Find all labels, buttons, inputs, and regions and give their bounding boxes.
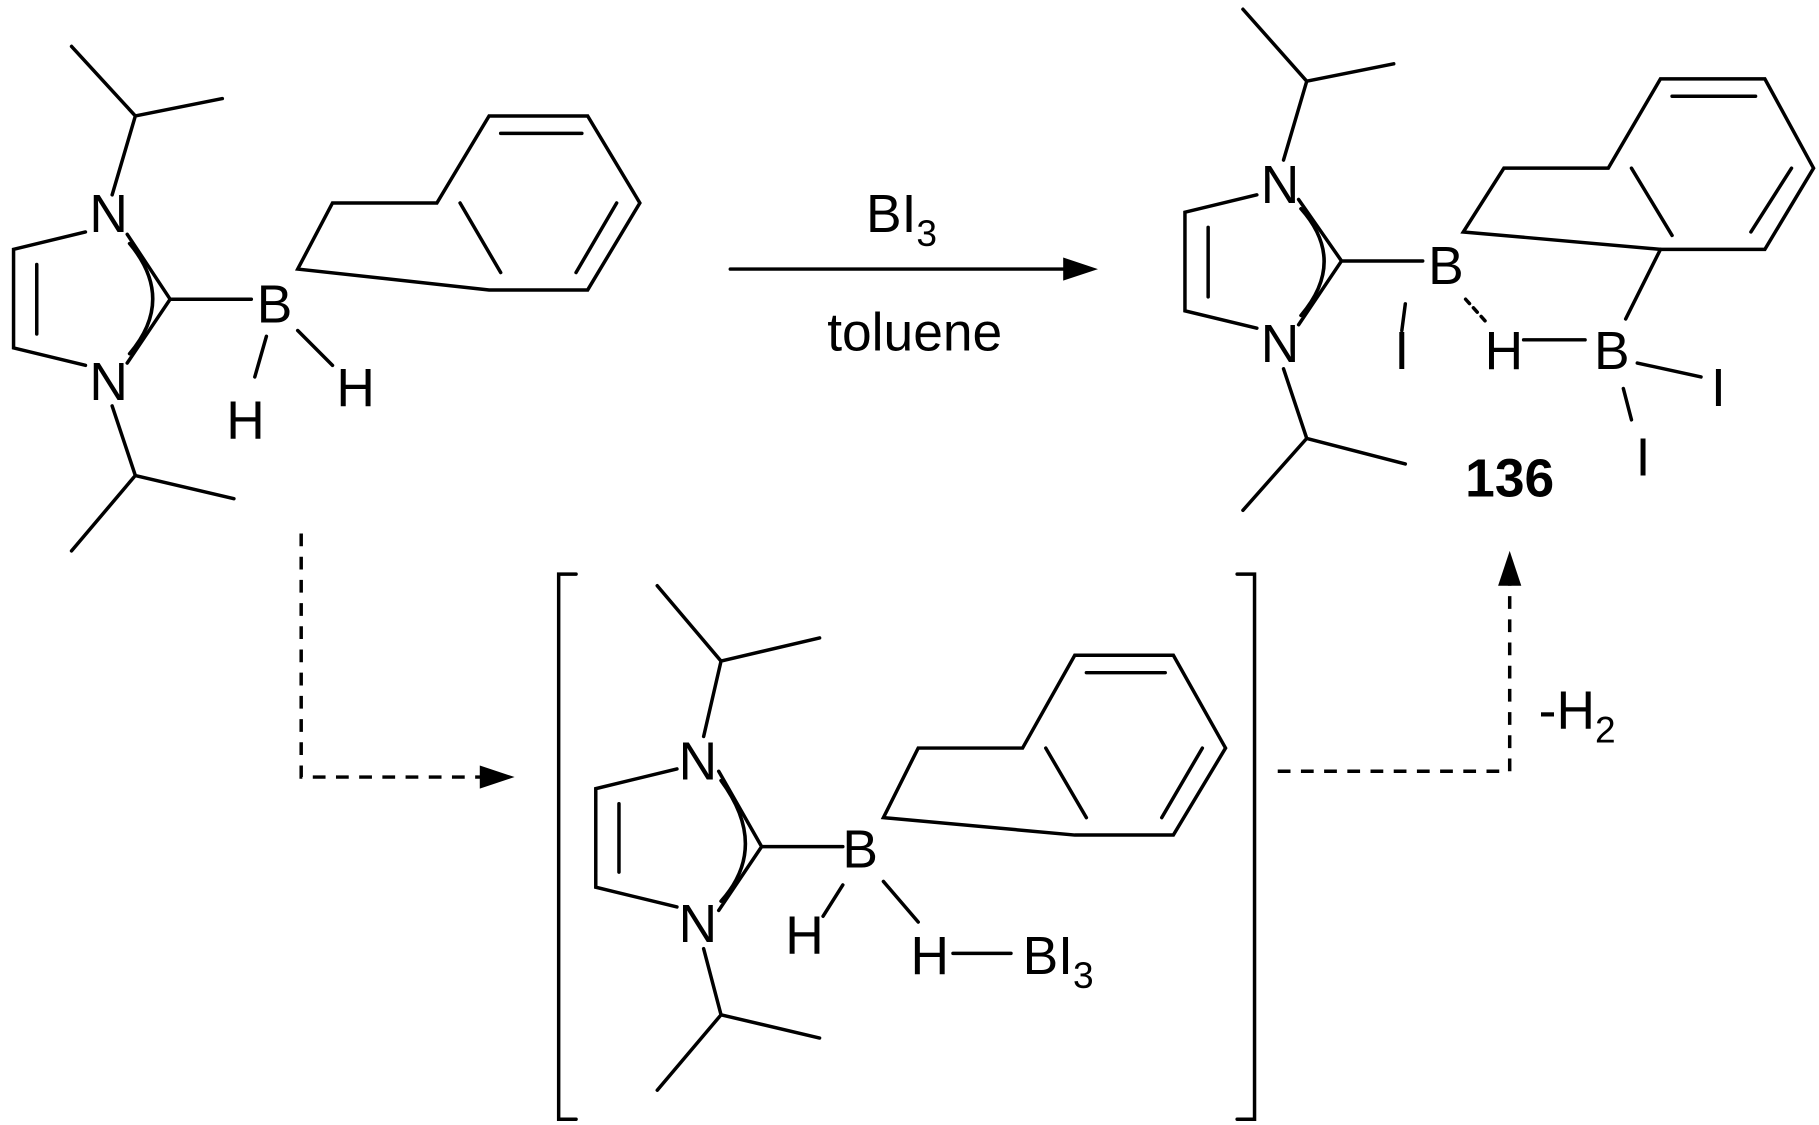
atom-b: B: [842, 821, 878, 880]
atom-b: B: [1428, 237, 1464, 296]
bi3-group: BI3: [1023, 927, 1094, 996]
atom-b: B: [257, 275, 293, 334]
atom-n1: N: [89, 185, 128, 244]
reaction-arrow: BI3 toluene: [728, 185, 1098, 362]
atom-b: B: [1594, 322, 1630, 381]
atom-n1: N: [679, 732, 718, 791]
atom-i: I: [1711, 359, 1726, 418]
compound-label: 136: [1465, 449, 1554, 508]
intermediate: N N B H H BI3: [556, 572, 1257, 1121]
atom-h: H: [336, 359, 375, 418]
dashed-arrow-to-product: -H2: [1277, 550, 1616, 774]
atom-h: H: [785, 906, 824, 965]
product-136: N N B I H B I I 136: [1183, 7, 1816, 513]
atom-i: I: [1394, 322, 1409, 381]
atom-n3: N: [679, 895, 718, 954]
starting-material: N N B H H: [11, 44, 642, 553]
atom-h: H: [1485, 322, 1524, 381]
atom-n3: N: [89, 353, 128, 412]
atom-n1: N: [1261, 156, 1300, 215]
atom-h: H: [226, 391, 265, 450]
dashed-arrow-to-intermediate: [299, 533, 515, 789]
solvent-label: toluene: [827, 303, 1002, 362]
elimination-label: -H2: [1539, 681, 1616, 750]
reagent-label: BI3: [866, 185, 937, 254]
atom-i: I: [1636, 429, 1651, 488]
atom-n3: N: [1261, 315, 1300, 374]
atom-h: H: [911, 927, 950, 986]
